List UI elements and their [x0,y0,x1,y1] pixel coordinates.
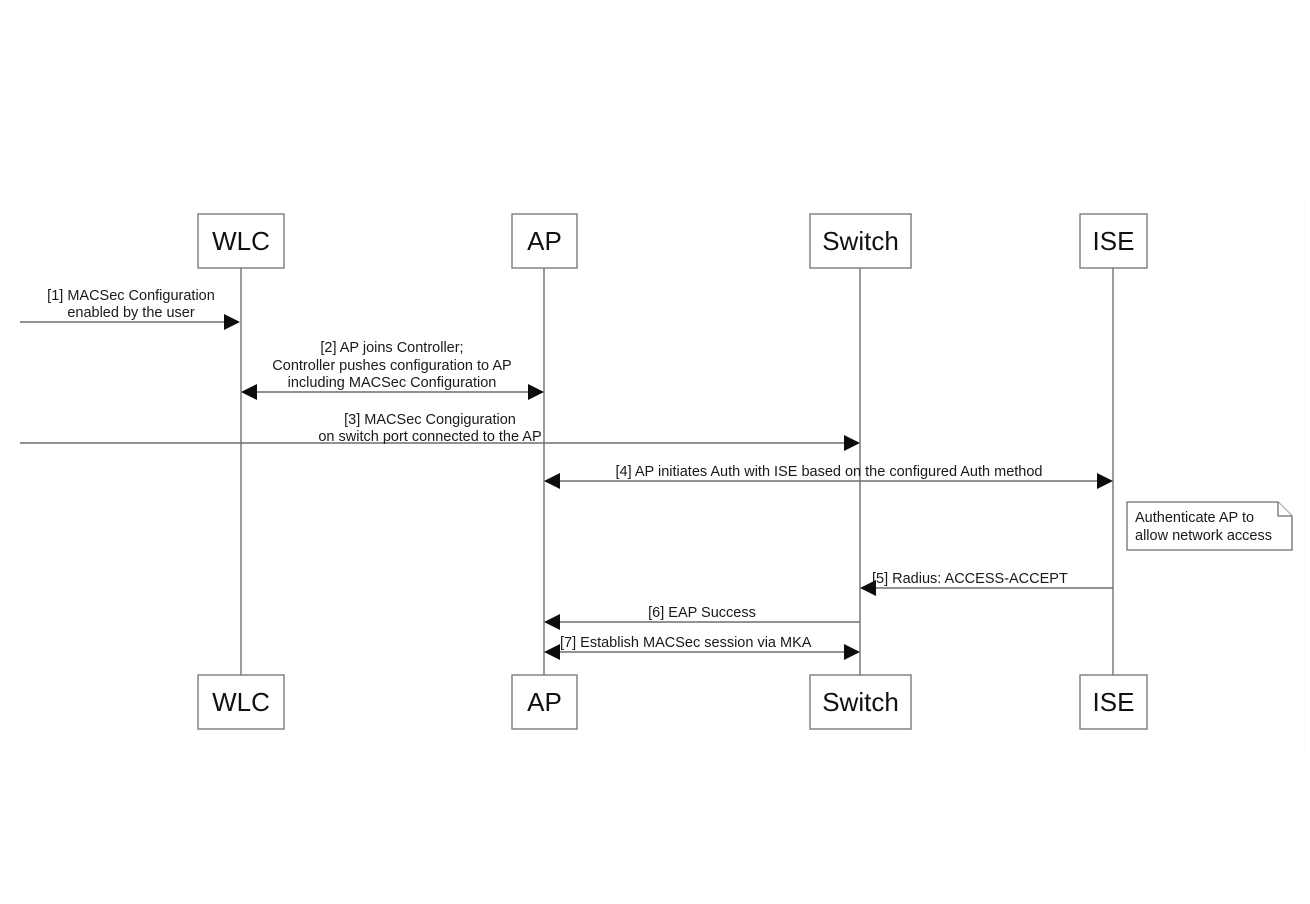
note-authenticate-ap[interactable]: Authenticate AP to allow network access [1126,501,1293,551]
message-7-label-line-1: [7] Establish MACSec session via MKA [560,635,812,651]
message-6-label-line-1: [6] EAP Success [648,605,756,621]
top-participant-boxes: WLC AP Switch ISE [197,213,1148,269]
participant-rect-wlc-bottom [197,674,285,730]
participant-label-ap-top: AP [527,226,562,256]
message-2-arrowhead-left [241,384,257,400]
message-4-arrowhead-left [544,473,560,489]
message-7-arrowhead-right [844,644,860,660]
message-6-arrowhead-left [544,614,560,630]
participant-box-wlc-top[interactable]: WLC [197,213,285,269]
message-2-arrowhead-right [528,384,544,400]
message-7-arrowhead-left [544,644,560,660]
message-5-label-line-1: [5] Radius: ACCESS-ACCEPT [872,571,1068,587]
message-2-label-line-2: Controller pushes configuration to AP [272,358,511,374]
participant-box-ap-top[interactable]: AP [511,213,578,269]
message-3-label-line-1: [3] MACSec Congiguration [344,412,516,428]
message-1-arrowhead-right [224,314,240,330]
participant-box-switch-bottom[interactable]: Switch [809,674,912,730]
participant-box-ap-bottom[interactable]: AP [511,674,578,730]
participant-rect-switch-top [809,213,912,269]
message-4[interactable]: [4] AP initiates Auth with ISE based on … [544,464,1113,489]
message-3-label-line-2: on switch port connected to the AP [318,429,541,445]
participant-label-switch-top: Switch [822,226,899,256]
participant-label-wlc-bottom: WLC [212,687,270,717]
participant-box-switch-top[interactable]: Switch [809,213,912,269]
message-2-label-line-1: [2] AP joins Controller; [320,340,463,356]
participant-rect-ap-bottom [511,674,578,730]
message-1-label-line-1: [1] MACSec Configuration [47,288,215,304]
message-7[interactable]: [7] Establish MACSec session via MKA [544,635,860,660]
message-1[interactable]: [1] MACSec Configuration enabled by the … [20,288,240,330]
participant-label-ise-bottom: ISE [1093,687,1135,717]
participant-box-ise-bottom[interactable]: ISE [1079,674,1148,730]
message-5-arrowhead-left [860,580,876,596]
participant-box-ise-top[interactable]: ISE [1079,213,1148,269]
message-3-arrowhead-right [844,435,860,451]
participant-label-wlc-top: WLC [212,226,270,256]
note-text-line-1: Authenticate AP to [1135,510,1254,526]
bottom-participant-boxes: WLC AP Switch ISE [197,674,1148,730]
message-1-label-line-2: enabled by the user [67,305,195,321]
note-text-line-2: allow network access [1135,528,1272,544]
diagram-canvas-border [5,196,1305,757]
participant-label-switch-bottom: Switch [822,687,899,717]
message-2[interactable]: [2] AP joins Controller; Controller push… [241,340,544,400]
participant-label-ise-top: ISE [1093,226,1135,256]
participant-rect-ise-bottom [1079,674,1148,730]
participant-box-wlc-bottom[interactable]: WLC [197,674,285,730]
message-6[interactable]: [6] EAP Success [544,605,860,630]
message-5[interactable]: [5] Radius: ACCESS-ACCEPT [860,571,1113,596]
lifelines-group [240,268,1114,675]
participant-rect-ise-top [1079,213,1148,269]
note-fold-corner-icon [1277,502,1292,517]
message-3[interactable]: [3] MACSec Congiguration on switch port … [20,412,860,451]
message-4-arrowhead-right [1097,473,1113,489]
note-body-shape [1126,501,1293,551]
message-4-label-line-1: [4] AP initiates Auth with ISE based on … [616,464,1043,480]
participant-rect-wlc-top [197,213,285,269]
participant-rect-ap-top [511,213,578,269]
participant-rect-switch-bottom [809,674,912,730]
participant-label-ap-bottom: AP [527,687,562,717]
message-2-label-line-3: including MACSec Configuration [288,375,497,391]
